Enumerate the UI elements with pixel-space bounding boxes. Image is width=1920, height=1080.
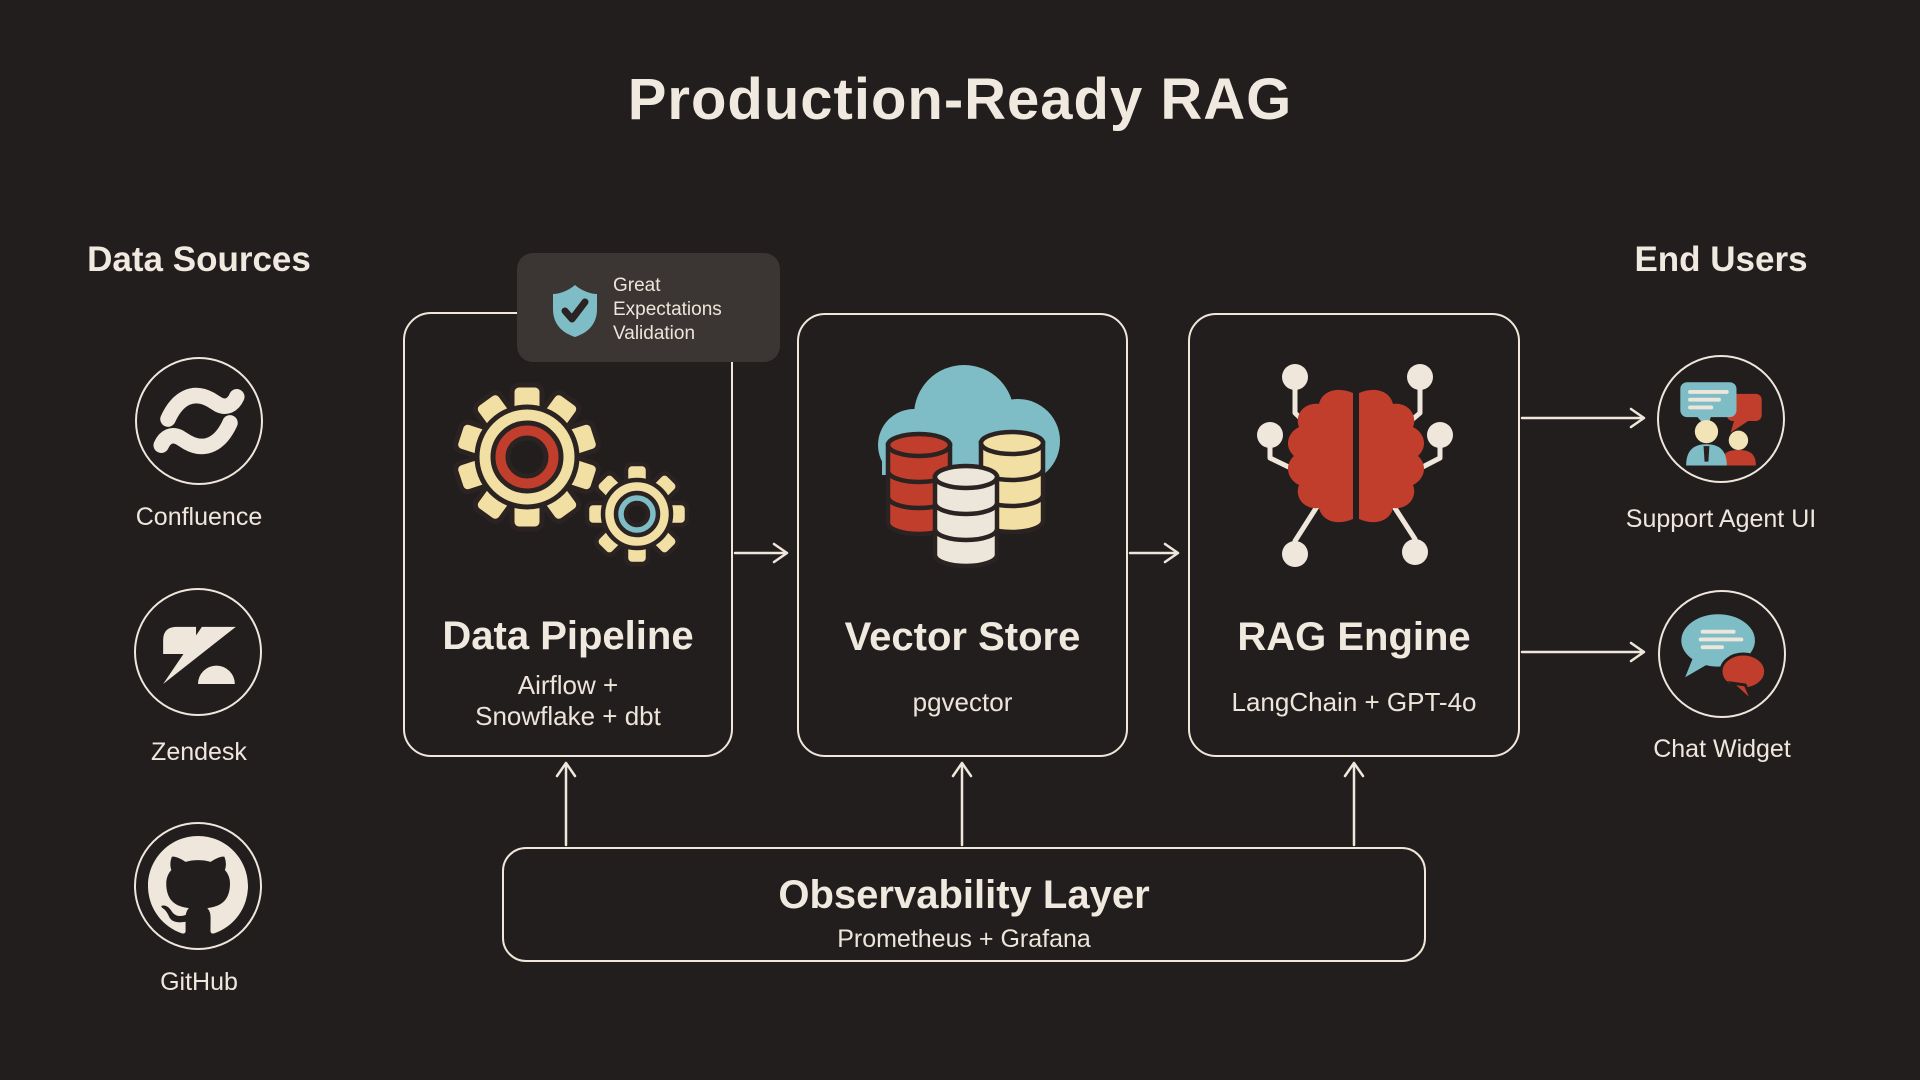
shield-check-icon [553, 285, 597, 337]
badge-line: Great [613, 275, 661, 296]
box-subtitle: LangChain + GPT-4o [1231, 687, 1477, 717]
observability-box: Observability Layer Prometheus + Grafana [502, 847, 1426, 962]
confluence-icon [153, 387, 245, 455]
vector-store-box: Vector Store pgvector [797, 313, 1128, 757]
zendesk-circle [134, 588, 262, 716]
data-sources-heading: Data Sources [87, 240, 311, 279]
arrowhead [1163, 542, 1180, 564]
arrowhead [555, 761, 577, 778]
end-user-label: Support Agent UI [1625, 505, 1817, 533]
cloud-database-icon [878, 365, 1060, 569]
data-pipeline-box: Data Pipeline Airflow + Snowflake + dbt [403, 312, 733, 757]
subtitle-line: Snowflake + dbt [475, 701, 661, 731]
circuit-brain-icon [1257, 364, 1453, 567]
gears-icon [453, 382, 690, 567]
arrowhead [1343, 761, 1365, 778]
observability-subtitle: Prometheus + Grafana [837, 925, 1091, 953]
arrowhead [1629, 641, 1646, 663]
end-users-heading: End Users [1634, 240, 1808, 279]
rag-engine-box: RAG Engine LangChain + GPT-4o [1188, 313, 1520, 757]
validation-badge-text: Great Expectations Validation [613, 274, 722, 346]
box-title: RAG Engine [1237, 615, 1471, 659]
validation-badge: Great Expectations Validation [517, 253, 780, 362]
arrowhead [951, 761, 973, 778]
badge-line: Expectations [613, 299, 722, 320]
box-title: Vector Store [844, 615, 1081, 659]
badge-line: Validation [613, 323, 696, 344]
zendesk-icon [163, 626, 236, 684]
data-source-label: GitHub [160, 968, 238, 996]
box-title: Data Pipeline [442, 614, 694, 658]
chat-widget-circle [1658, 590, 1786, 718]
subtitle-line: Airflow + [517, 670, 619, 700]
arrowhead [772, 542, 789, 564]
arrowhead [1629, 407, 1646, 429]
support-agent-icon [1680, 382, 1762, 466]
page-title: Production-Ready RAG [627, 67, 1293, 132]
chat-widget-icon [1681, 614, 1768, 704]
observability-title: Observability Layer [778, 873, 1150, 917]
support-agent-circle [1657, 355, 1785, 483]
data-source-label: Zendesk [151, 738, 247, 766]
box-subtitle: pgvector [912, 687, 1013, 717]
data-source-label: Confluence [135, 503, 263, 531]
box-subtitle: Airflow + Snowflake + dbt [405, 670, 731, 732]
confluence-circle [135, 357, 263, 485]
github-circle [134, 822, 262, 950]
github-icon [148, 836, 248, 934]
end-user-label: Chat Widget [1653, 735, 1791, 763]
